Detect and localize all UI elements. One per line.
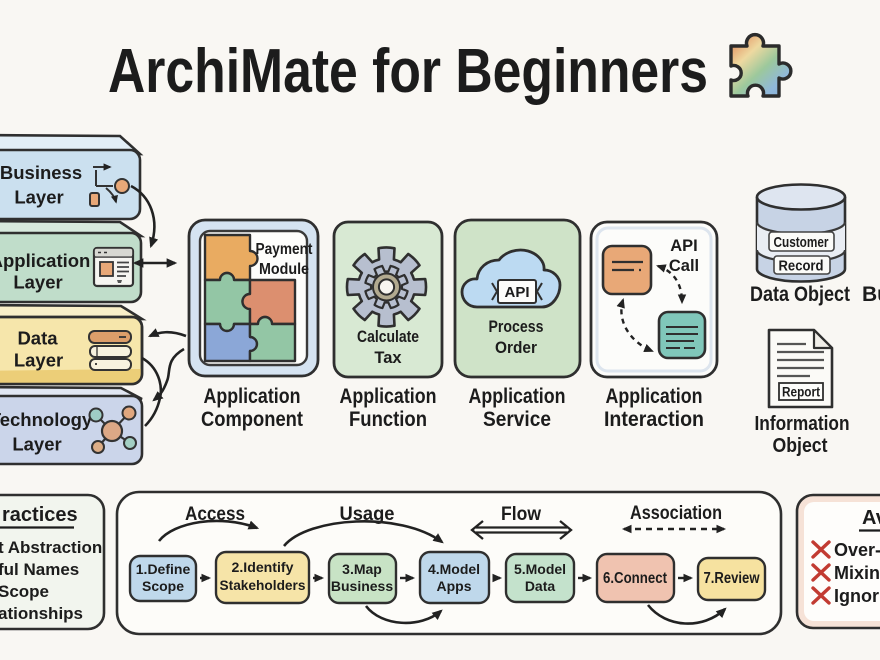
svg-text:Tax: Tax (374, 349, 402, 367)
svg-text:Service: Service (483, 408, 551, 431)
svg-text:Layer: Layer (12, 434, 61, 455)
svg-text:Module: Module (259, 261, 309, 278)
svg-text:Order: Order (495, 339, 538, 357)
svg-text:6.Connect: 6.Connect (603, 570, 667, 587)
svg-text:Layer: Layer (14, 350, 63, 371)
svg-text:Business: Business (0, 162, 82, 183)
svg-text:Application: Application (340, 385, 437, 408)
svg-text:Access: Access (185, 504, 245, 525)
svg-text:Object: Object (773, 435, 828, 457)
svg-text:Technology: Technology (0, 409, 93, 430)
svg-text:Application: Application (469, 385, 566, 408)
svg-text:3.Map: 3.Map (342, 561, 382, 577)
svg-text:Over-M: Over-M (834, 540, 880, 560)
svg-text:ArchiMate for Beginners: ArchiMate for Beginners (108, 37, 708, 106)
svg-text:Layer: Layer (13, 272, 62, 293)
svg-text:ful Names: ful Names (0, 560, 79, 579)
svg-text:t Abstraction: t Abstraction (0, 538, 102, 557)
svg-text:Component: Component (201, 408, 303, 431)
svg-text:Call: Call (669, 257, 699, 275)
svg-text:Ignoring: Ignoring (834, 586, 880, 606)
svg-text:Data Object: Data Object (750, 283, 850, 306)
svg-text:ationships: ationships (0, 604, 83, 623)
svg-text:Scope: Scope (142, 578, 184, 594)
svg-text:Usage: Usage (340, 504, 395, 525)
svg-text:Mixing L: Mixing L (834, 563, 880, 583)
svg-text:5.Model: 5.Model (514, 561, 566, 577)
svg-text:Payment: Payment (256, 241, 313, 258)
svg-text:7.Review: 7.Review (704, 570, 761, 587)
svg-text:Information: Information (755, 413, 850, 435)
svg-text:4.Model: 4.Model (428, 561, 480, 577)
svg-text:Flow: Flow (501, 504, 541, 525)
svg-text:Calculate: Calculate (357, 328, 419, 346)
svg-text:Customer: Customer (774, 234, 829, 251)
svg-text:Association: Association (630, 503, 722, 524)
svg-text:Scope: Scope (0, 582, 49, 601)
svg-text:2.Identify: 2.Identify (232, 559, 294, 575)
svg-text:API: API (504, 284, 529, 301)
svg-text:Layer: Layer (14, 187, 63, 208)
svg-text:Avoid: Avoid (862, 507, 880, 529)
svg-text:Apps: Apps (437, 578, 472, 594)
svg-text:Data: Data (525, 578, 556, 594)
svg-text:API: API (670, 237, 698, 255)
svg-text:Application: Application (204, 385, 301, 408)
svg-text:Record: Record (779, 258, 824, 275)
svg-text:Application: Application (606, 385, 703, 408)
svg-text:1.Define: 1.Define (136, 561, 191, 577)
svg-text:Application: Application (0, 250, 90, 271)
svg-text:Stakeholders: Stakeholders (220, 577, 306, 593)
svg-text:Business: Business (331, 578, 393, 594)
svg-text:Data: Data (17, 328, 58, 349)
svg-text:Function: Function (349, 408, 427, 431)
svg-text:Report: Report (782, 385, 820, 400)
svg-text:ractices: ractices (2, 504, 78, 526)
svg-text:Process: Process (489, 318, 544, 336)
svg-text:Business: Business (862, 283, 880, 306)
svg-text:Interaction: Interaction (604, 408, 704, 431)
